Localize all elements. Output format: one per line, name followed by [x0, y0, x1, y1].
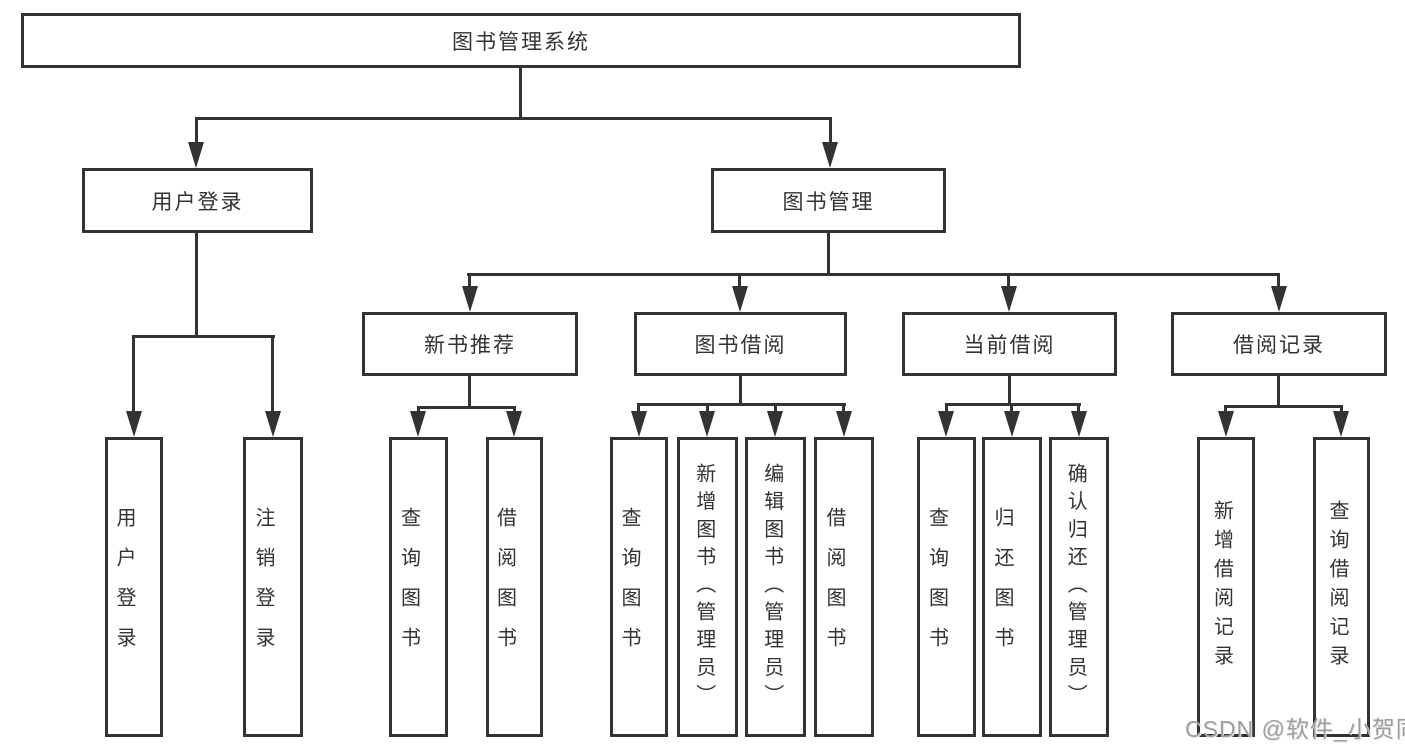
node-library-management-system: 图书管理系统 — [21, 13, 1021, 68]
connector-line — [827, 233, 830, 273]
node-label: 查询图书 — [397, 507, 420, 667]
leaf-borrow-book: 借阅图书 — [814, 437, 874, 737]
node-label: 借阅图书 — [493, 507, 516, 667]
arrow-down-icon — [938, 411, 954, 437]
leaf-confirm-return-admin: 确认归还（管理员） — [1049, 437, 1109, 737]
arrow-down-icon — [1001, 286, 1017, 312]
leaf-query-book-borrow: 查询图书 — [610, 437, 668, 737]
connector-line — [739, 376, 742, 403]
node-label: 图书管理系统 — [452, 30, 590, 54]
leaf-query-book-current: 查询图书 — [917, 437, 976, 737]
node-label: 查询借阅记录 — [1326, 500, 1348, 674]
connector-line — [195, 117, 832, 120]
node-label: 查询图书 — [925, 507, 948, 667]
connector-line — [133, 335, 275, 338]
connector-line — [1277, 273, 1280, 288]
node-new-book-recommend: 新书推荐 — [362, 312, 578, 376]
arrow-down-icon — [1071, 411, 1087, 437]
connector-line — [945, 403, 1081, 406]
connector-line — [1010, 403, 1013, 412]
node-label: 用户登录 — [113, 507, 135, 667]
arrow-down-icon — [822, 142, 838, 168]
arrow-down-icon — [1271, 286, 1287, 312]
arrow-down-icon — [126, 411, 142, 437]
arrow-down-icon — [836, 411, 852, 437]
connector-line — [468, 273, 471, 288]
leaf-add-book-admin: 新增图书（管理员） — [677, 437, 738, 737]
node-label: 借阅记录 — [1233, 334, 1325, 357]
connector-line — [132, 335, 135, 413]
arrow-down-icon — [1333, 411, 1349, 437]
connector-line — [706, 403, 709, 412]
node-book-borrow: 图书借阅 — [634, 312, 847, 376]
connector-line — [195, 233, 198, 335]
connector-line — [842, 403, 845, 412]
node-label: 用户登录 — [151, 190, 244, 214]
connector-line — [738, 273, 741, 288]
leaf-borrow-book-recommend: 借阅图书 — [486, 437, 543, 737]
arrow-down-icon — [1218, 411, 1234, 437]
connector-line — [1340, 405, 1343, 412]
connector-line — [945, 403, 948, 412]
leaf-query-borrow-record: 查询借阅记录 — [1313, 437, 1370, 737]
arrow-down-icon — [462, 286, 478, 312]
node-label: 图书管理 — [782, 190, 875, 214]
leaf-add-borrow-record: 新增借阅记录 — [1197, 437, 1255, 737]
node-label: 注销登录 — [252, 507, 274, 667]
leaf-return-book: 归还图书 — [982, 437, 1042, 737]
arrow-down-icon — [631, 411, 647, 437]
node-label: 新书推荐 — [424, 334, 516, 357]
connector-line — [1007, 273, 1010, 288]
leaf-logout: 注销登录 — [243, 437, 303, 737]
node-label: 编辑图书（管理员） — [760, 462, 783, 712]
connector-line — [638, 403, 846, 406]
node-borrow-records: 借阅记录 — [1171, 312, 1387, 376]
arrow-down-icon — [732, 286, 748, 312]
node-user-login-branch: 用户登录 — [82, 168, 313, 233]
arrow-down-icon — [767, 411, 783, 437]
connector-line — [513, 406, 516, 414]
node-label: 确认归还（管理员） — [1064, 462, 1087, 712]
arrow-down-icon — [699, 411, 715, 437]
leaf-user-login: 用户登录 — [105, 437, 163, 737]
leaf-edit-book-admin: 编辑图书（管理员） — [745, 437, 806, 737]
node-label: 当前借阅 — [963, 334, 1056, 357]
arrow-down-icon — [188, 142, 204, 168]
connector-line — [195, 117, 198, 145]
connector-line — [1077, 403, 1080, 412]
connector-line — [467, 273, 1280, 276]
connector-line — [519, 68, 522, 117]
connector-line — [1224, 405, 1343, 408]
csdn-watermark: CSDN @软件_小贺同学 — [1185, 716, 1405, 742]
connector-line — [829, 117, 832, 145]
node-label: 新增图书（管理员） — [692, 462, 715, 712]
connector-line — [774, 403, 777, 412]
connector-line — [417, 406, 420, 414]
node-label: 图书借阅 — [694, 334, 787, 357]
connector-line — [637, 403, 640, 412]
node-book-management-branch: 图书管理 — [711, 168, 946, 233]
connector-line — [468, 376, 471, 406]
arrow-down-icon — [410, 411, 426, 437]
connector-line — [1224, 405, 1227, 412]
node-label: 归还图书 — [991, 507, 1013, 667]
node-label: 新增借阅记录 — [1210, 500, 1233, 674]
node-label: 查询图书 — [618, 507, 640, 667]
connector-line — [1008, 376, 1011, 403]
node-label: 借阅图书 — [823, 507, 845, 667]
arrow-down-icon — [506, 411, 522, 437]
arrow-down-icon — [265, 411, 281, 437]
connector-line — [417, 406, 516, 409]
connector-line — [1277, 376, 1280, 405]
arrow-down-icon — [1004, 411, 1020, 437]
leaf-query-book-recommend: 查询图书 — [389, 437, 448, 737]
node-current-borrow: 当前借阅 — [902, 312, 1117, 376]
connector-line — [271, 335, 274, 413]
